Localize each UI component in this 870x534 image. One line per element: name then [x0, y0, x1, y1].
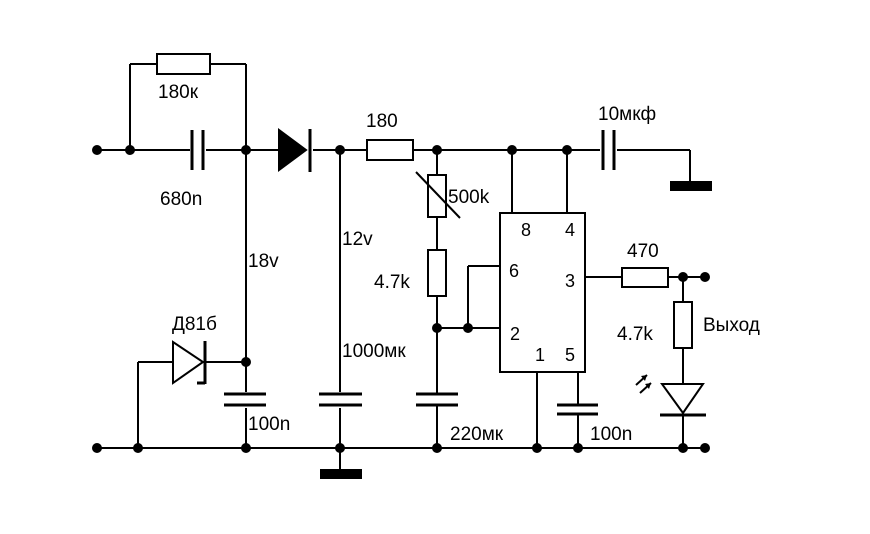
output-stage: 470 4.7k Выход — [585, 241, 760, 448]
variable-resistor-500k — [427, 174, 447, 218]
label-220mk: 220мк — [450, 424, 504, 445]
branch-18v: 18v Д81б 100n — [137, 150, 290, 448]
label-470: 470 — [627, 241, 659, 262]
input-capacitor-680n: 680n — [160, 130, 205, 210]
timer-ic: 8 4 6 3 2 1 5 100n — [499, 150, 632, 448]
label-10mkf: 10мкф — [598, 104, 656, 125]
label-180: 180 — [366, 111, 398, 132]
label-1000mk: 1000мк — [342, 341, 406, 362]
resistor-470 — [621, 267, 669, 288]
rectifier-diode — [278, 128, 312, 172]
label-100n-b: 100n — [590, 424, 632, 445]
branch-12v: 12v 1000мк — [319, 150, 406, 479]
input-terminal-bottom — [92, 443, 102, 453]
led — [660, 383, 705, 415]
zener-diode — [172, 340, 205, 385]
label-100n-a: 100n — [248, 414, 290, 435]
series-resistor-180: 180 — [366, 111, 414, 161]
pin-6: 6 — [509, 261, 519, 281]
label-4k7: 4.7k — [374, 272, 410, 293]
light-arrows-icon — [635, 374, 652, 394]
pin-2: 2 — [510, 324, 520, 344]
pin-3: 3 — [565, 271, 575, 291]
pin-5: 5 — [565, 345, 575, 365]
resistor-4k7 — [427, 249, 447, 297]
label-500k: 500k — [448, 187, 490, 208]
output-capacitor-10uf: 10мкф — [598, 104, 712, 191]
label-18v: 18v — [248, 251, 279, 272]
pin-4: 4 — [565, 220, 575, 240]
input-terminal-top — [92, 145, 102, 155]
resistor-led-4k7 — [673, 301, 693, 349]
output-terminal-top — [700, 272, 710, 282]
pin-8: 8 — [521, 220, 531, 240]
ground-symbol — [670, 181, 712, 191]
label-led-4k7: 4.7k — [617, 324, 653, 345]
timing-chain: 500k 4.7k 220мк — [374, 150, 504, 448]
output-label: Выход — [703, 315, 760, 336]
label-zener: Д81б — [172, 314, 217, 335]
feedback-resistor-180k: 180к — [129, 53, 247, 150]
pin-1: 1 — [535, 345, 545, 365]
label-180k: 180к — [158, 82, 199, 103]
label-680n: 680n — [160, 189, 202, 210]
label-12v: 12v — [342, 229, 373, 250]
ground-symbol — [320, 469, 362, 479]
output-terminal-bottom — [700, 443, 710, 453]
junctions — [92, 145, 710, 453]
